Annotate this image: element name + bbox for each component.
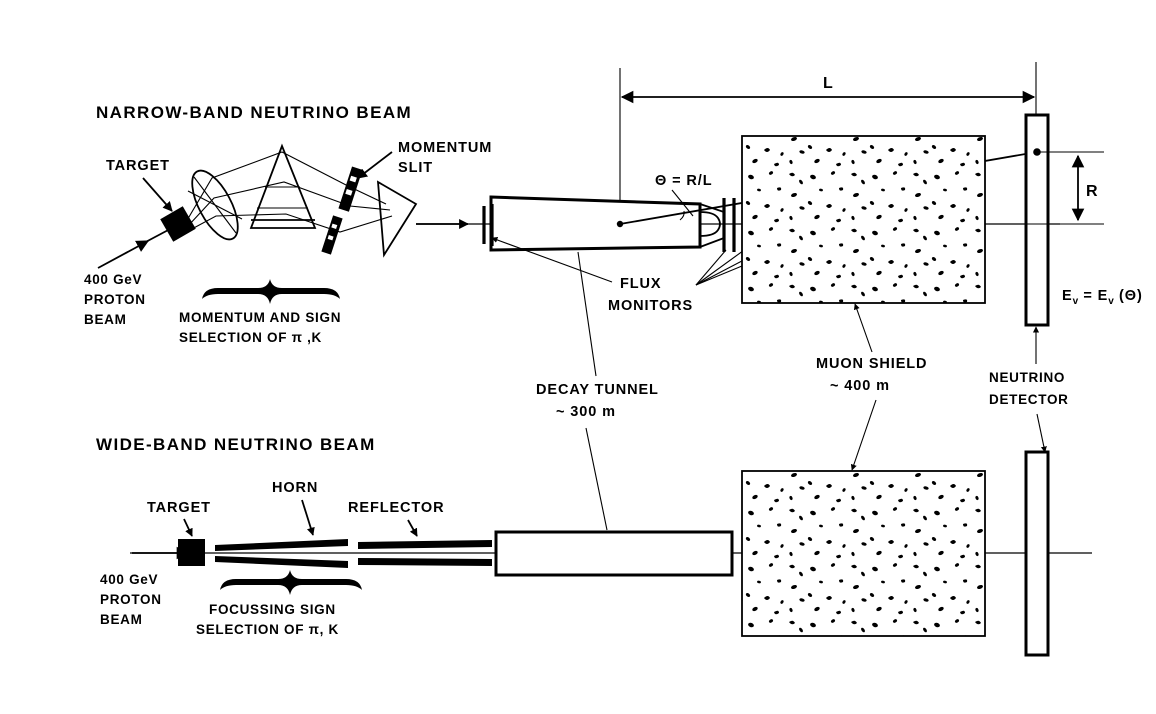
narrow-band-target-leader — [142, 177, 173, 212]
neutrino-detector-label-line1: NEUTRINO — [989, 370, 1065, 385]
magnetic-horn — [215, 539, 348, 568]
narrow-band-target-label: TARGET — [106, 158, 170, 174]
neutrino-detector-upper — [1024, 113, 1050, 327]
svg-text:Ev = Ev (Θ): Ev = Ev (Θ) — [1062, 288, 1143, 307]
narrow-band-focusing-lens — [187, 169, 243, 241]
decay-tunnel-label-line2: ~ 300 m — [556, 404, 616, 420]
muon-shield-lower — [741, 470, 986, 637]
horn-label: HORN — [272, 480, 318, 496]
reflector — [358, 540, 492, 566]
momentum-slit-label-line1: MOMENTUM — [398, 140, 492, 156]
energy-relation-sub1: v — [1073, 296, 1079, 307]
decay-tunnel-leader-lower — [585, 427, 608, 531]
narrow-band-heading: NARROW-BAND NEUTRINO BEAM — [96, 103, 412, 122]
muon-shield-label-line1: MUON SHIELD — [816, 356, 927, 372]
momentum-slit-label-line2: SLIT — [398, 160, 433, 176]
neutrino-detector-leader-lower — [1036, 413, 1047, 453]
neutrino-detector-lower — [1024, 450, 1050, 657]
horn-leader — [301, 499, 315, 536]
wide-band-brace-label-line1: FOCUSSING SIGN — [209, 602, 336, 617]
wide-band-beam-label-line3: BEAM — [100, 612, 143, 627]
narrow-band-beam-label-line1: 400 GeV — [84, 272, 142, 287]
narrow-band-ray-bundle — [185, 151, 393, 233]
narrow-band-proton-beam-arrow — [97, 227, 173, 269]
narrow-band-beam-label-line2: PROTON — [84, 292, 146, 307]
length-dimension-label: L — [823, 75, 833, 92]
muon-shield-label-line2: ~ 400 m — [830, 378, 890, 394]
muon-shield-upper — [741, 135, 986, 304]
energy-relation-mid: = E — [1078, 288, 1108, 304]
decay-tunnel-leader-upper — [577, 251, 597, 377]
energy-relation-prefix: E — [1062, 288, 1073, 304]
neutrino-detector-label-line2: DETECTOR — [989, 392, 1069, 407]
narrow-band-target-block — [160, 206, 196, 242]
wide-band-beam-label-line2: PROTON — [100, 592, 162, 607]
narrow-band-brace-label-line2: SELECTION OF π ,K — [179, 330, 322, 345]
energy-relation-tail: (Θ) — [1114, 288, 1143, 304]
narrow-band-recombining-magnet — [376, 180, 418, 258]
decay-tunnel-label-line1: DECAY TUNNEL — [536, 382, 659, 398]
narrow-band-brace — [202, 279, 340, 304]
theta-angle-label: Θ = R/L — [655, 173, 712, 189]
narrow-band-beam-label-line3: BEAM — [84, 312, 127, 327]
flux-monitors-label-line2: MONITORS — [608, 298, 693, 314]
momentum-slit-upper — [338, 166, 363, 212]
length-dimension — [619, 62, 1037, 225]
wide-band-decay-tunnel — [494, 530, 734, 577]
radius-dimension — [1010, 148, 1104, 225]
flux-monitors-label-line1: FLUX — [620, 276, 661, 292]
wide-band-target-block — [178, 539, 205, 566]
muon-shield-leader-lower — [850, 399, 877, 471]
theta-angle-leader — [671, 189, 694, 217]
wide-band-brace-label-line2: SELECTION OF π, K — [196, 622, 339, 637]
momentum-slit-lower — [321, 215, 343, 255]
wide-band-brace — [220, 570, 362, 595]
narrow-band-brace-label-line1: MOMENTUM AND SIGN — [179, 310, 341, 325]
muon-shield-leader-upper — [853, 303, 873, 353]
reflector-leader — [407, 519, 418, 537]
radius-dimension-label: R — [1086, 183, 1098, 200]
energy-relation-label: Ev = Ev (Θ) — [1062, 288, 1143, 307]
wide-band-target-leader — [183, 518, 193, 537]
wide-band-target-label: TARGET — [147, 500, 211, 516]
reflector-label: REFLECTOR — [348, 500, 444, 516]
wide-band-beam-label-line1: 400 GeV — [100, 572, 158, 587]
energy-relation-sub2: v — [1108, 296, 1114, 307]
narrow-band-decay-tunnel — [482, 195, 702, 252]
momentum-slit-leader — [357, 151, 393, 179]
decay-tunnel-end-cap — [699, 211, 721, 237]
wide-band-heading: WIDE-BAND NEUTRINO BEAM — [96, 435, 376, 454]
flux-monitors-tunnel-leader — [491, 237, 613, 283]
